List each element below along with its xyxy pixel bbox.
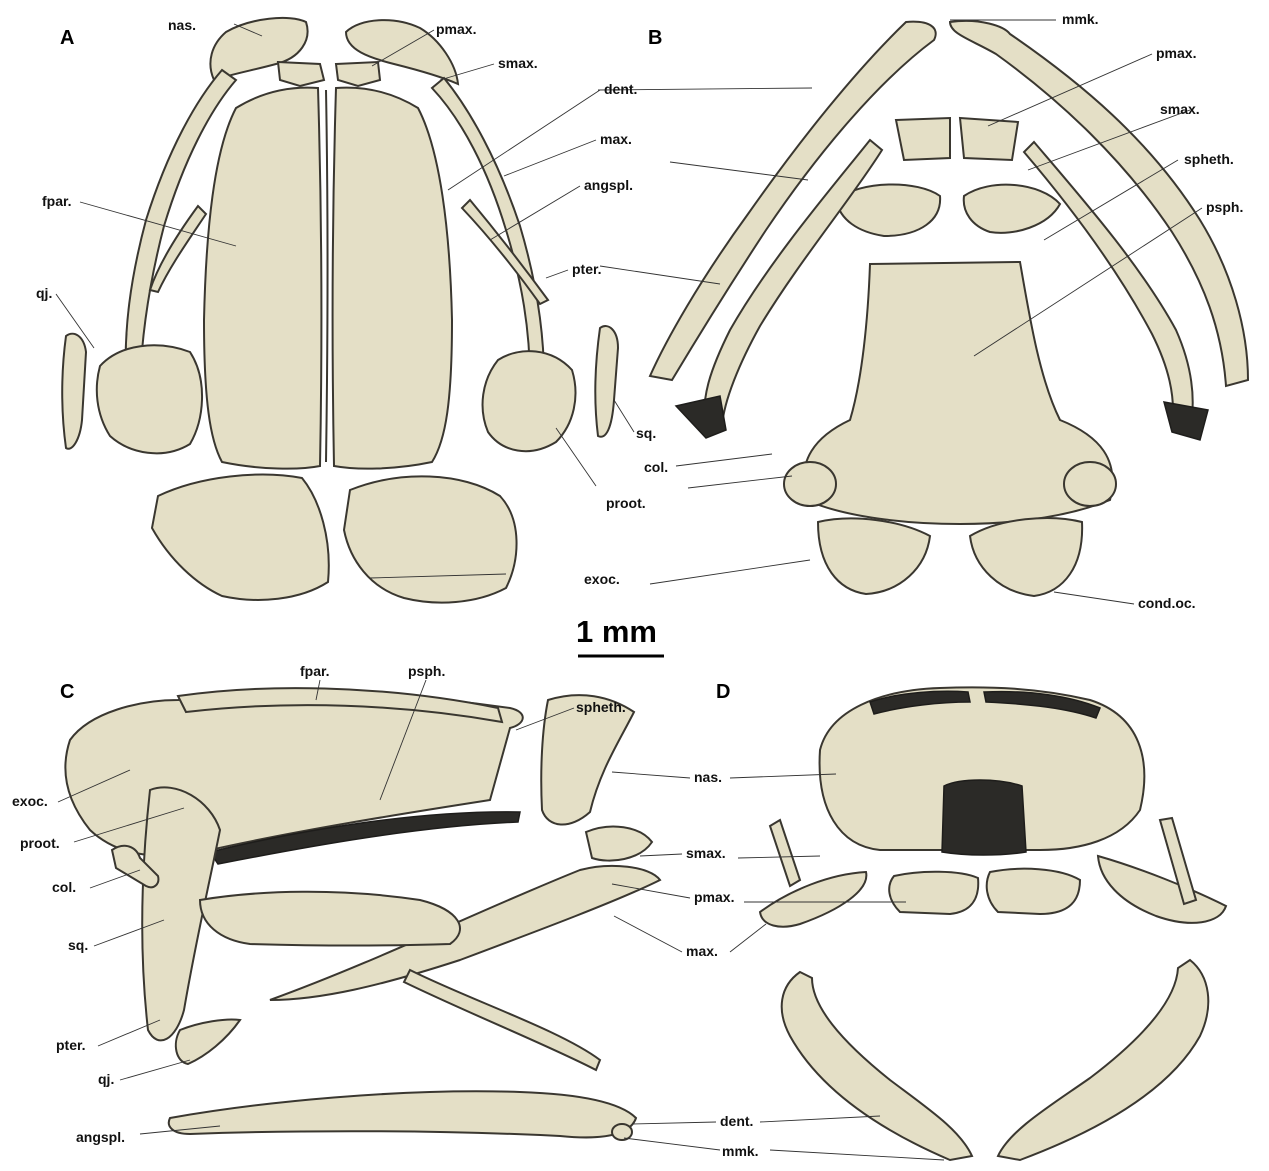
panel-c-pterygoid xyxy=(176,1019,240,1064)
label-b-psph: psph. xyxy=(1206,199,1243,215)
panel-c-skull-lateral xyxy=(65,688,660,1140)
panel-b-occipital-condyle-right xyxy=(1064,462,1116,506)
label-c-dent: dent. xyxy=(720,1113,753,1129)
panel-d-skull-anterior xyxy=(760,687,1226,1160)
panel-letter-b: B xyxy=(648,27,662,49)
panel-c-mandible xyxy=(169,1091,636,1137)
label-c-spheth: spheth. xyxy=(576,699,626,715)
label-c-exoc: exoc. xyxy=(12,793,48,809)
panel-d-maxilla-left xyxy=(760,872,866,927)
label-a-nas: nas. xyxy=(168,17,196,33)
label-c-sq: sq. xyxy=(68,937,88,953)
label-a-max: max. xyxy=(600,131,632,147)
label-a-qj: qj. xyxy=(36,285,52,301)
label-c-col: col. xyxy=(52,879,76,895)
panel-d-maxilla-right xyxy=(1098,856,1226,923)
label-a-angspl: angspl. xyxy=(584,177,633,193)
label-c-pmax: pmax. xyxy=(694,889,734,905)
panel-d-foramen xyxy=(942,780,1026,855)
panel-c-squamosal-arm xyxy=(200,892,460,946)
label-a-pmax: pmax. xyxy=(436,21,476,37)
label-a-exoc: exoc. xyxy=(584,571,620,587)
panel-a-frontoparietal-left xyxy=(204,88,321,469)
panel-b-squamosal-shadow-left xyxy=(676,396,726,438)
label-a-col: col. xyxy=(644,459,668,475)
label-c-mmk: mmk. xyxy=(722,1143,759,1159)
panel-a-premaxilla-left xyxy=(278,62,324,86)
label-b-cond-oc: cond.oc. xyxy=(1138,595,1196,611)
label-a-proot: proot. xyxy=(606,495,646,511)
panel-c-mentomeckelian xyxy=(612,1124,632,1140)
label-c-qj: qj. xyxy=(98,1071,114,1087)
panel-d-mandible-right xyxy=(998,960,1208,1160)
panel-c-braincase xyxy=(65,694,522,856)
panel-letter-d: D xyxy=(716,681,730,703)
panel-b-occipital-condyle-left xyxy=(784,462,836,506)
panel-b-septomaxilla-right xyxy=(964,185,1060,233)
label-a-sq: sq. xyxy=(636,425,656,441)
panel-a-exoccipital-left xyxy=(152,475,329,600)
panel-b-premaxilla-left xyxy=(896,118,950,160)
label-a-pter: pter. xyxy=(572,261,602,277)
panel-d-premaxilla-left xyxy=(889,872,978,914)
panel-d-mandible-left xyxy=(782,972,972,1160)
panel-a-otic-left xyxy=(97,345,202,453)
panel-c-angular-spline xyxy=(404,970,600,1070)
panel-a-skull-dorsal xyxy=(62,18,618,603)
scale-bar-label: 1 mm xyxy=(576,614,657,649)
label-c-psph: psph. xyxy=(408,663,445,679)
label-c-max: max. xyxy=(686,943,718,959)
panel-b-squamosal-shadow-right xyxy=(1164,402,1208,440)
label-c-proot: proot. xyxy=(20,835,60,851)
panel-b-exoccipital-right xyxy=(970,518,1082,596)
label-b-mmk: mmk. xyxy=(1062,11,1099,27)
label-c-nas: nas. xyxy=(694,769,722,785)
scale-bar: 1 mm xyxy=(576,614,664,656)
panel-a-squamosal-left xyxy=(62,334,86,449)
panel-b-exoccipital-left xyxy=(818,518,930,594)
panel-a-exoccipital-right xyxy=(344,476,517,602)
label-a-fpar: fpar. xyxy=(42,193,72,209)
label-c-smax: smax. xyxy=(686,845,726,861)
panel-letter-c: C xyxy=(60,681,74,703)
label-c-angspl: angspl. xyxy=(76,1129,125,1145)
panel-a-midline-suture xyxy=(326,90,328,462)
panel-b-skull-ventral xyxy=(650,21,1248,596)
label-a-dent: dent. xyxy=(604,81,637,97)
label-b-pmax: pmax. xyxy=(1156,45,1196,61)
label-a-smax: smax. xyxy=(498,55,538,71)
label-c-fpar: fpar. xyxy=(300,663,330,679)
panel-a-frontoparietal-right xyxy=(333,88,452,469)
label-c-pter: pter. xyxy=(56,1037,86,1053)
panel-b-premaxilla-right xyxy=(960,118,1018,160)
panel-letter-a: A xyxy=(60,27,74,49)
label-b-spheth: spheth. xyxy=(1184,151,1234,167)
panel-d-squamosal-left xyxy=(770,820,800,886)
panel-a-squamosal-right xyxy=(595,326,618,437)
label-b-smax: smax. xyxy=(1160,101,1200,117)
panel-d-premaxilla-right xyxy=(987,869,1080,914)
